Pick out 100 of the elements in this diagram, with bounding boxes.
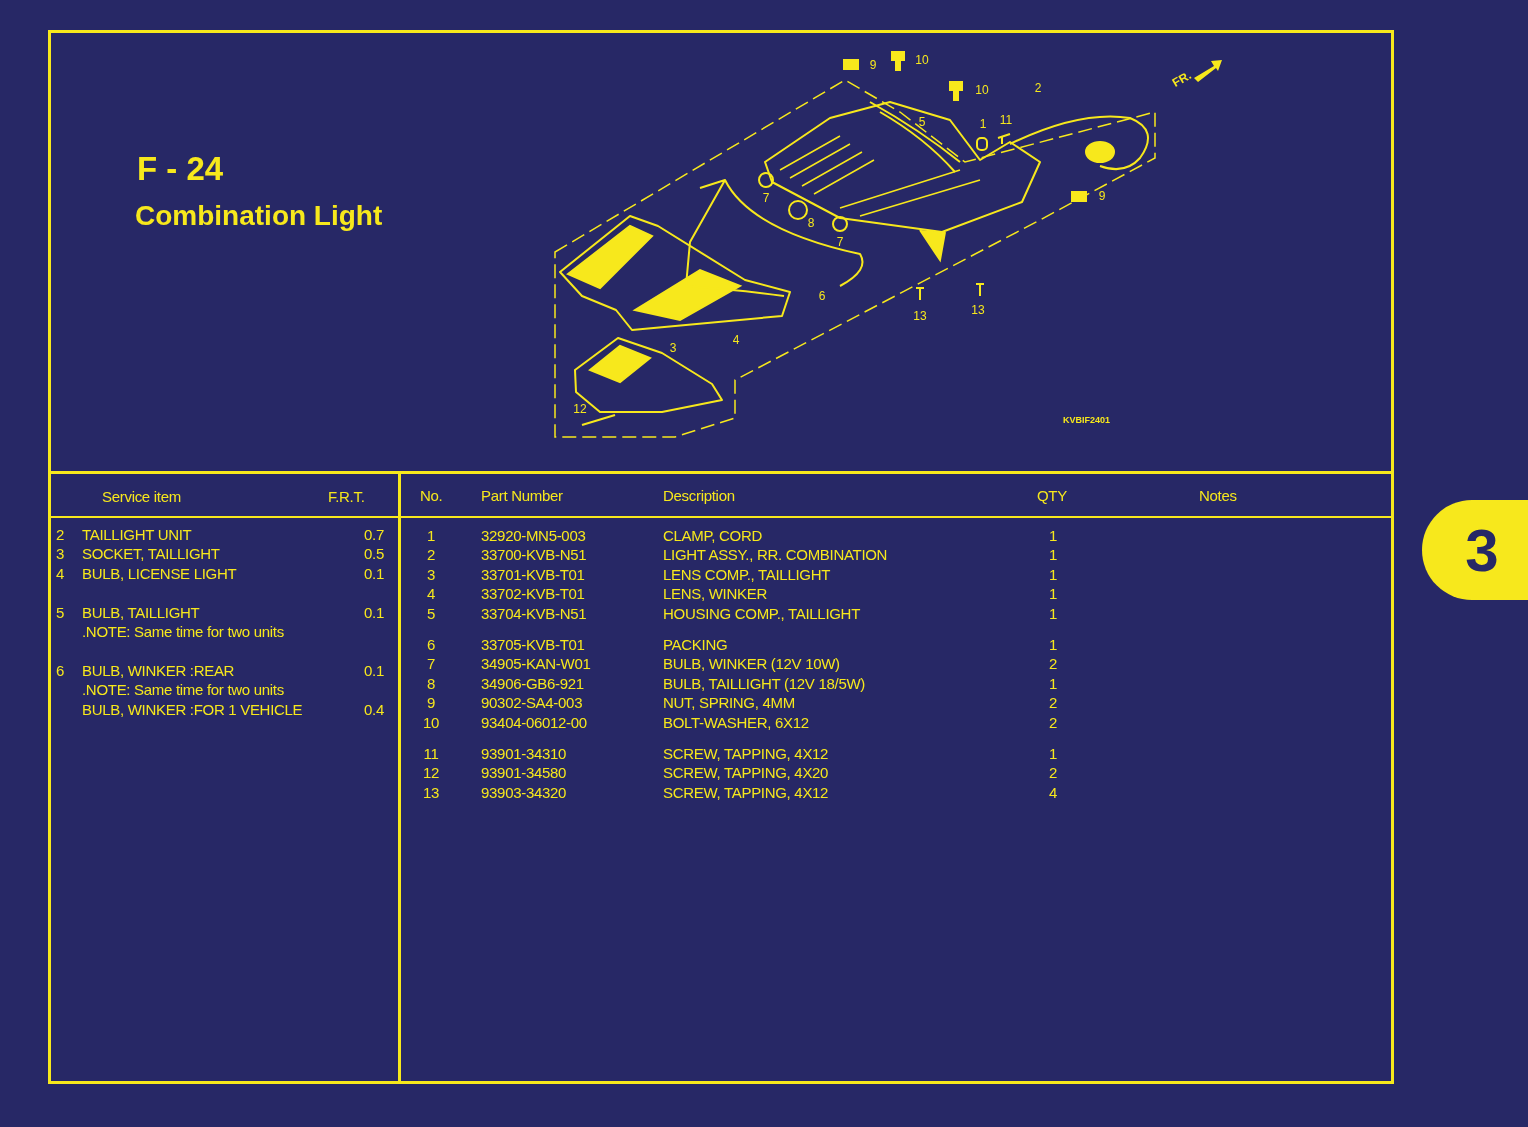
part-number: 33701-KVB-T01 — [481, 566, 585, 584]
part-number: 93901-34580 — [481, 764, 567, 782]
part-quantity: 2 — [1049, 764, 1057, 782]
part-number: 93404-06012-00 — [481, 714, 587, 732]
callout-number: 6 — [818, 289, 826, 303]
part-number: 33704-KVB-N51 — [481, 605, 587, 623]
service-item: BULB, LICENSE LIGHT — [82, 565, 237, 583]
part-number: 33700-KVB-N51 — [481, 546, 587, 564]
callout-number: 13 — [971, 303, 985, 317]
part-description: BULB, WINKER (12V 10W) — [663, 655, 840, 673]
part-quantity: 1 — [1049, 527, 1057, 545]
section-subtitle: Combination Light — [135, 200, 383, 232]
callout-number: 10 — [975, 83, 989, 97]
page-title: F - 24 — [137, 150, 224, 188]
item-number: 6 — [56, 662, 65, 680]
callout-number: 5 — [918, 115, 926, 129]
item-number: 2 — [56, 526, 65, 544]
part-description: SCREW, TAPPING, 4X20 — [663, 764, 829, 782]
part-number: 34905-KAN-W01 — [481, 655, 591, 673]
part-index: 10 — [422, 714, 440, 732]
item-number: 5 — [56, 604, 65, 622]
service-item: BULB, WINKER :REAR — [82, 662, 235, 680]
part-description: BOLT-WASHER, 6X12 — [663, 714, 809, 732]
part-index: 6 — [427, 636, 435, 654]
callout-number: 3 — [669, 341, 677, 355]
part-number: 33705-KVB-T01 — [481, 636, 585, 654]
part-index: 11 — [423, 745, 439, 763]
part-quantity: 1 — [1049, 546, 1057, 564]
part-quantity: 1 — [1049, 605, 1057, 623]
callout-number: 12 — [573, 402, 587, 416]
frt-value: 0.1 — [364, 662, 384, 680]
part-index: 3 — [427, 566, 435, 584]
part-description: BULB, TAILLIGHT (12V 18/5W) — [663, 675, 865, 693]
callout-number: 9 — [1098, 189, 1106, 203]
part-description: PACKING — [663, 636, 728, 654]
part-description: NUT, SPRING, 4MM — [663, 694, 795, 712]
drawing-code: KVBIF2401 — [1063, 415, 1111, 425]
part-index: 1 — [427, 527, 435, 545]
part-number: 32920-MN5-003 — [481, 527, 586, 545]
chapter-number: 3 — [1465, 515, 1499, 585]
column-header: QTY — [1037, 487, 1067, 505]
part-description: CLAMP, CORD — [663, 527, 762, 545]
part-number: 93901-34310 — [481, 745, 567, 763]
part-index: 5 — [427, 605, 435, 623]
service-item: BULB, WINKER :FOR 1 VEHICLE — [82, 701, 303, 719]
callout-number: 1 — [979, 117, 987, 131]
callout-number: 7 — [836, 235, 844, 249]
part-index: 7 — [427, 655, 435, 673]
note-text: .NOTE: Same time for two units — [82, 623, 284, 641]
frt-value: 0.1 — [364, 565, 384, 583]
part-description: LIGHT ASSY., RR. COMBINATION — [663, 546, 888, 564]
callout-number: 2 — [1034, 81, 1042, 95]
part-description: SCREW, TAPPING, 4X12 — [663, 745, 829, 763]
callout-number: 8 — [807, 216, 815, 230]
item-number: 4 — [56, 565, 65, 583]
part-quantity: 2 — [1049, 694, 1057, 712]
callout-number: 7 — [762, 191, 770, 205]
frt-value: 0.5 — [364, 545, 384, 563]
callout-number: 10 — [915, 53, 929, 67]
frt-value: 0.7 — [364, 526, 384, 544]
callout-number: 13 — [913, 309, 927, 323]
part-quantity: 1 — [1049, 585, 1057, 603]
part-description: LENS, WINKER — [663, 585, 767, 603]
part-quantity: 1 — [1049, 675, 1057, 693]
column-header: Description — [663, 487, 735, 505]
part-index: 13 — [422, 784, 440, 802]
part-quantity: 1 — [1049, 636, 1057, 654]
column-header: Notes — [1199, 487, 1237, 505]
front-direction-text: FR. — [1169, 68, 1194, 90]
service-item: BULB, TAILLIGHT — [82, 604, 200, 622]
note-text: .NOTE: Same time for two units — [82, 681, 284, 699]
part-description: SCREW, TAPPING, 4X12 — [663, 784, 829, 802]
frt-value: 0.1 — [364, 604, 384, 622]
part-quantity: 1 — [1049, 566, 1057, 584]
callout-number: 9 — [869, 58, 877, 72]
column-header: No. — [420, 487, 443, 505]
service-item: TAILLIGHT UNIT — [82, 526, 192, 544]
chapter-tab — [1422, 500, 1528, 600]
callout-number: 11 — [999, 113, 1013, 127]
part-quantity: 1 — [1049, 745, 1057, 763]
part-quantity: 2 — [1049, 655, 1057, 673]
part-number: 34906-GB6-921 — [481, 675, 584, 693]
frt-value: 0.4 — [364, 701, 384, 719]
callout-number: 4 — [732, 333, 740, 347]
part-quantity: 2 — [1049, 714, 1057, 732]
part-quantity: 4 — [1049, 784, 1057, 802]
part-number: 33702-KVB-T01 — [481, 585, 585, 603]
part-number: 93903-34320 — [481, 784, 567, 802]
item-number: 3 — [56, 545, 65, 563]
part-index: 9 — [427, 694, 435, 712]
part-description: LENS COMP., TAILLIGHT — [663, 566, 831, 584]
column-header: Service item — [102, 488, 181, 506]
part-index: 12 — [422, 764, 440, 782]
part-index: 8 — [427, 675, 435, 693]
column-header: Part Number — [481, 487, 563, 505]
part-description: HOUSING COMP., TAILLIGHT — [663, 605, 860, 623]
column-header: F.R.T. — [328, 488, 365, 506]
part-index: 4 — [427, 585, 435, 603]
service-item: SOCKET, TAILLIGHT — [82, 545, 220, 563]
part-number: 90302-SA4-003 — [481, 694, 583, 712]
